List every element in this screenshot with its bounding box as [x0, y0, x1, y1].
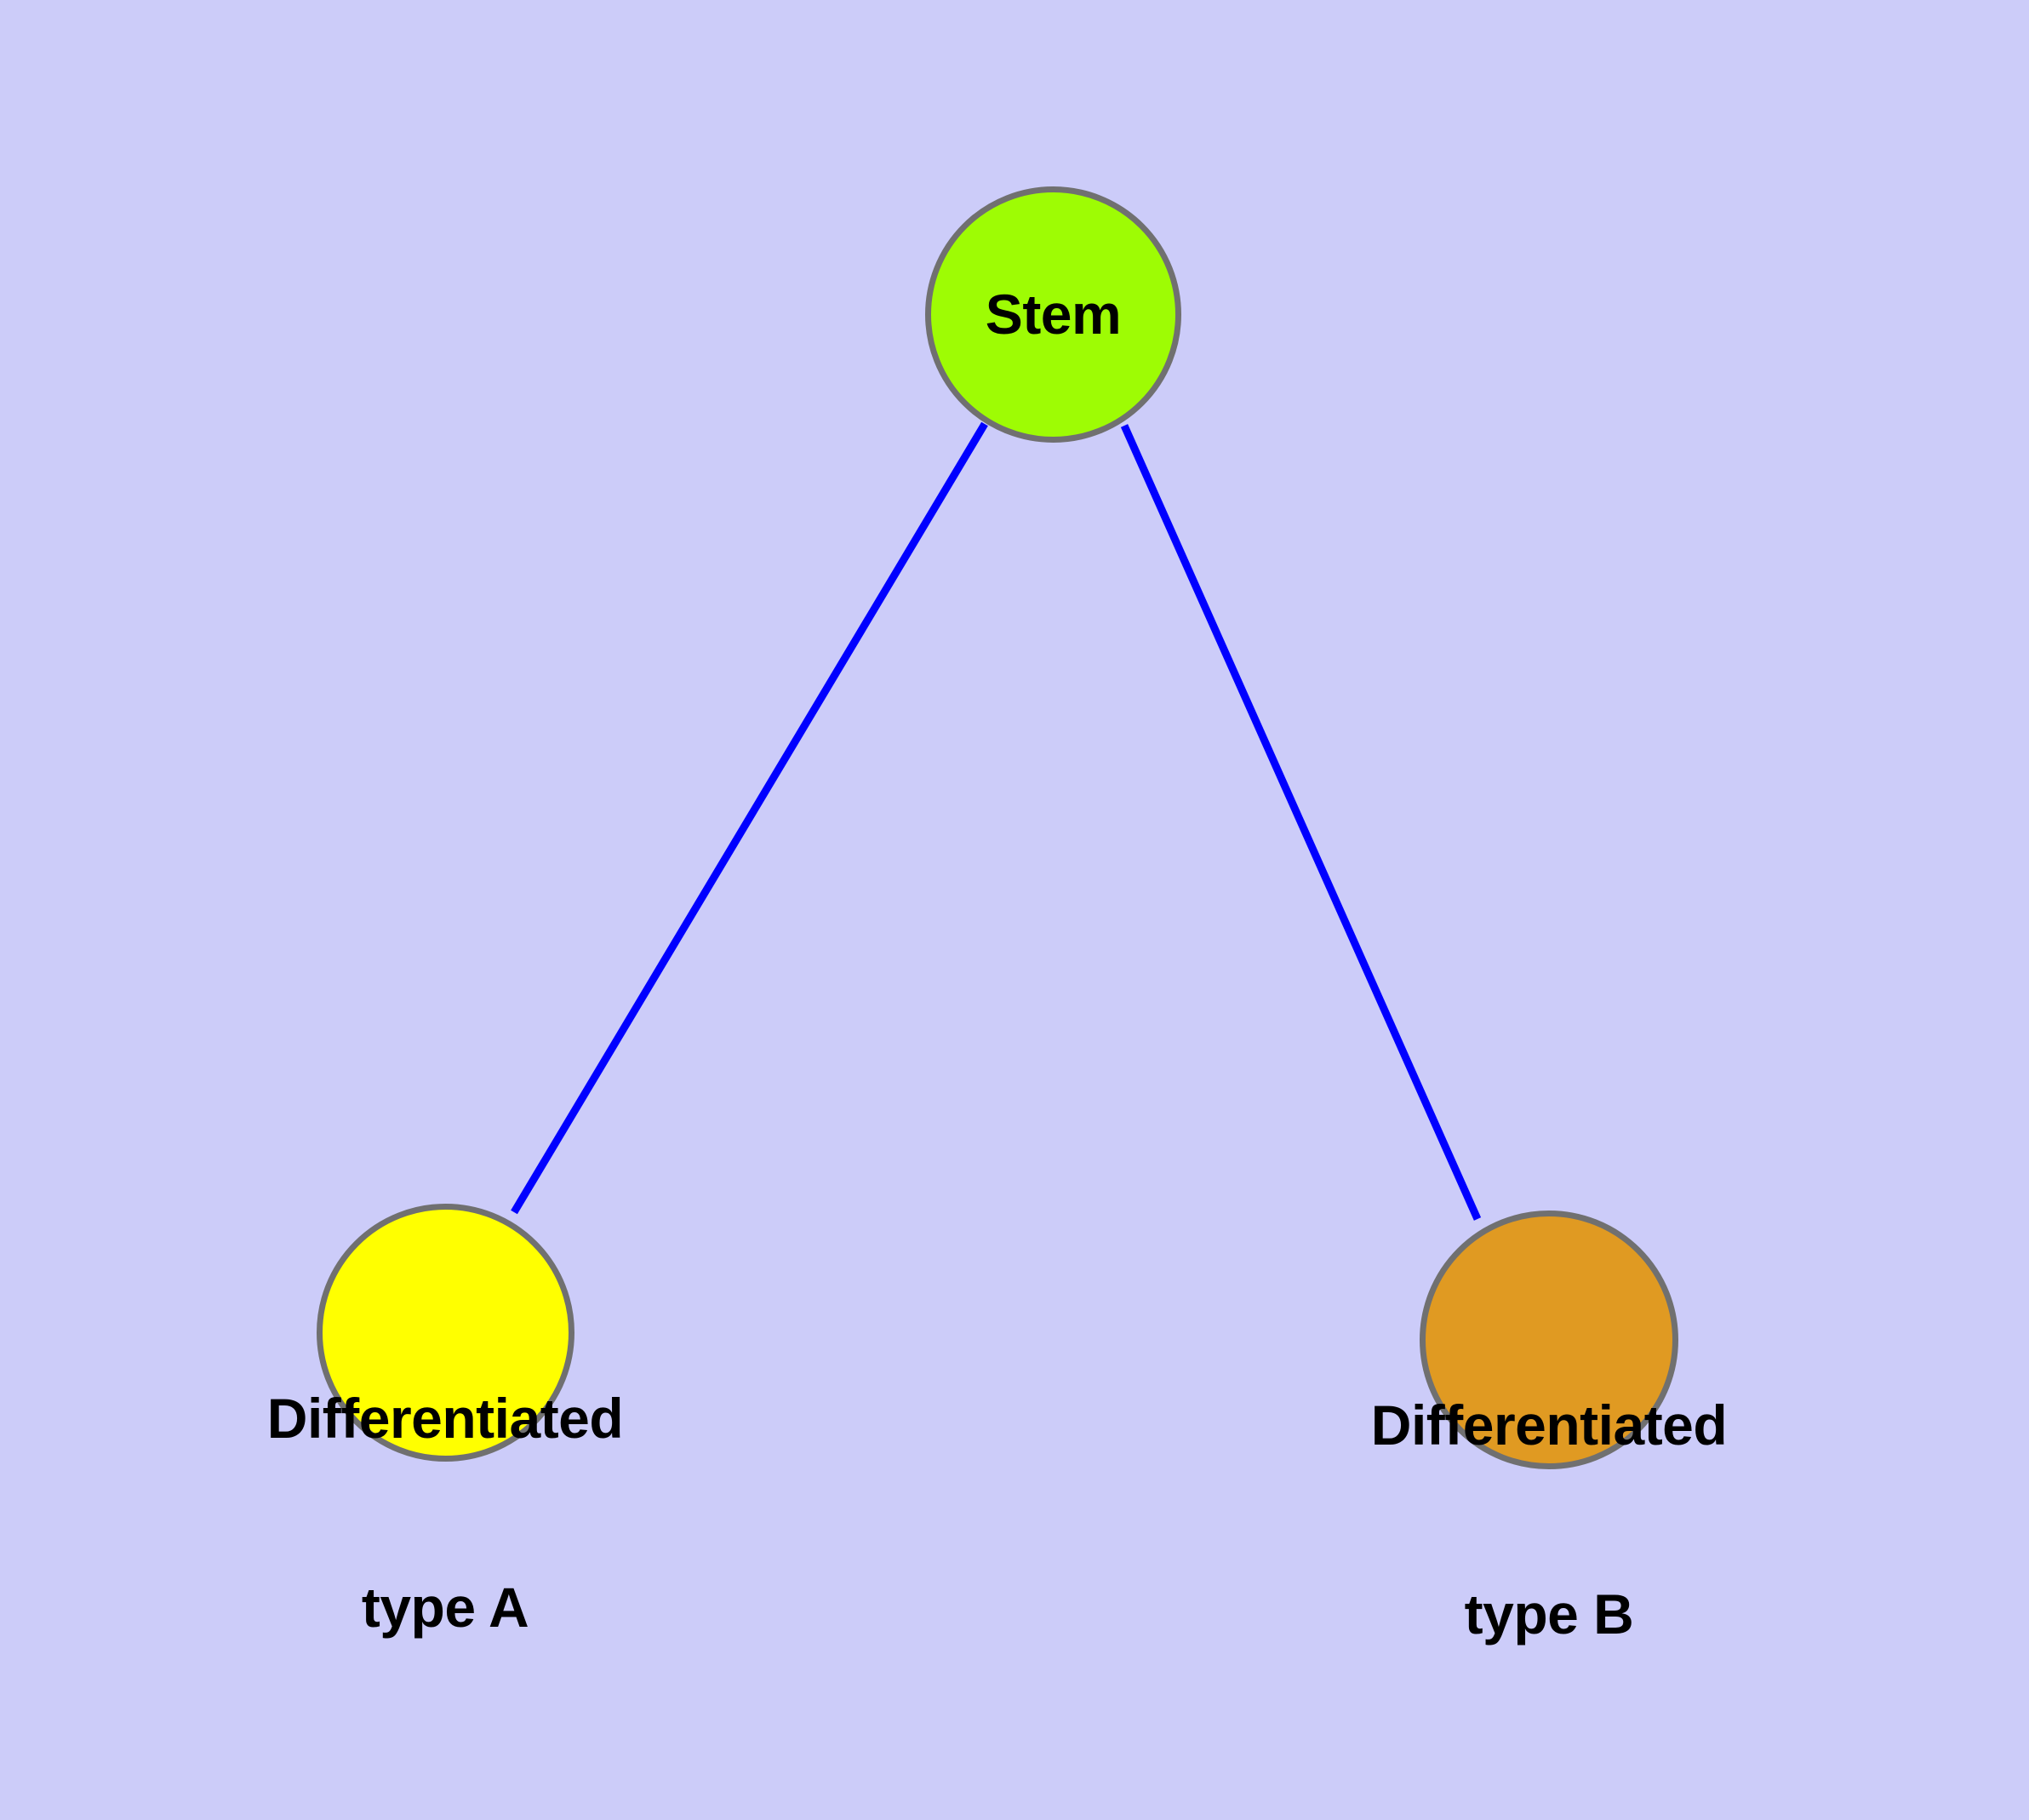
node-differentiated-type-b-label-line2: type B	[1464, 1582, 1634, 1645]
node-differentiated-type-a[interactable]	[317, 1204, 574, 1462]
node-differentiated-type-b[interactable]	[1420, 1210, 1678, 1469]
edge-stem-to-differentiated-type-a	[511, 421, 988, 1215]
node-stem[interactable]	[925, 186, 1181, 443]
node-differentiated-type-a-label-line2: type A	[361, 1575, 529, 1639]
edge-stem-to-differentiated-type-b	[1120, 424, 1482, 1221]
